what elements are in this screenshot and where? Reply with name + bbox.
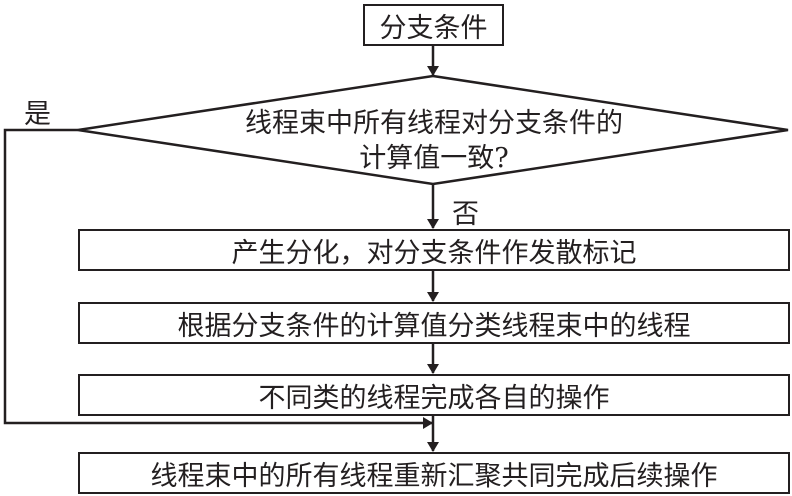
yes-branch-label: 是 [24, 99, 51, 130]
no-branch-label: 否 [452, 199, 479, 230]
decision-line-1: 线程束中所有线程对分支条件的 [245, 108, 623, 139]
arrow-yes-branch [3, 128, 433, 429]
start-node-label: 分支条件 [379, 12, 488, 44]
operations-step-node: 不同类的线程完成各自的操作 [78, 374, 790, 416]
end-node-label: 线程束中的所有线程重新汇聚共同完成后续操作 [150, 460, 718, 492]
end-node: 线程束中的所有线程重新汇聚共同完成后续操作 [78, 452, 790, 494]
diverge-step-label: 产生分化，对分支条件作发散标记 [231, 237, 637, 269]
classify-step-label: 根据分支条件的计算值分类线程束中的线程 [177, 310, 691, 342]
decision-line-2: 计算值一致? [359, 143, 509, 174]
classify-step-node: 根据分支条件的计算值分类线程束中的线程 [78, 302, 790, 344]
operations-step-label: 不同类的线程完成各自的操作 [258, 382, 610, 414]
start-node: 分支条件 [363, 4, 504, 46]
decision-node-text: 线程束中所有线程对分支条件的 计算值一致? [160, 105, 708, 177]
diverge-step-node: 产生分化，对分支条件作发散标记 [78, 229, 790, 271]
